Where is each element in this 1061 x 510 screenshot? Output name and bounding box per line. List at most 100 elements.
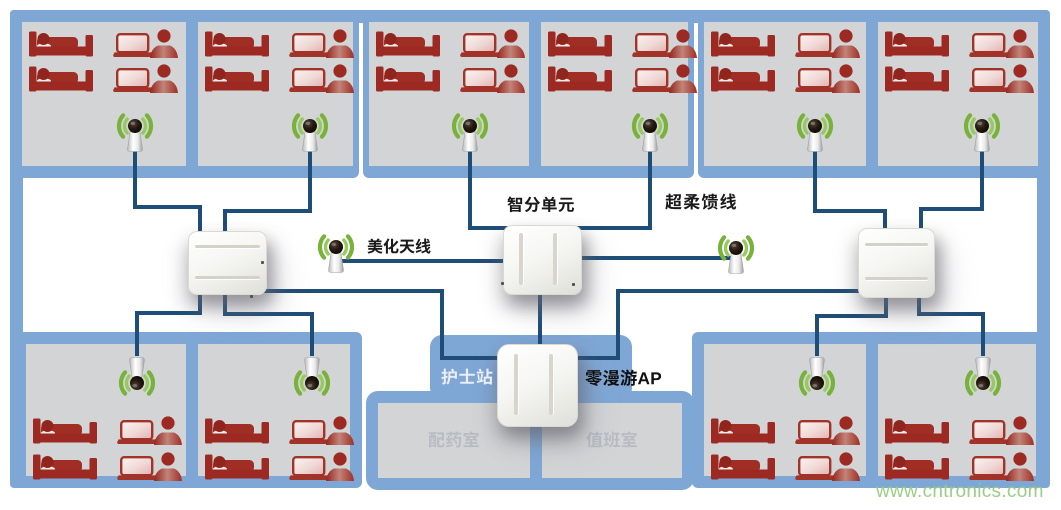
device-port-dot xyxy=(250,295,253,298)
patient-icon xyxy=(1004,452,1036,486)
device-groove xyxy=(513,353,518,416)
cable-room6-unit-right xyxy=(919,150,984,231)
label-zero-roaming-ap: 零漫游AP xyxy=(585,369,662,389)
device-groove xyxy=(519,233,524,286)
cable-unit-left-room7 xyxy=(135,290,202,356)
patient-icon xyxy=(667,29,699,63)
device-groove xyxy=(195,245,260,249)
patient-bed-icon xyxy=(885,30,949,63)
laptop-icon xyxy=(795,33,835,63)
cable-unit-left-ap xyxy=(258,289,500,360)
patient-bed-icon xyxy=(33,453,97,486)
zero-roaming-ap xyxy=(497,344,578,427)
ward-room-10-row-2 xyxy=(878,452,1036,482)
cable-room2-unit-left xyxy=(223,150,312,233)
laptop-icon xyxy=(795,68,835,98)
room-antenna-1-icon xyxy=(111,113,159,164)
ward-room-2 xyxy=(198,22,354,166)
ward-room-8-row-2 xyxy=(198,452,354,482)
patient-bed-icon xyxy=(29,65,93,98)
cable-unit-right-room9 xyxy=(815,293,888,356)
ward-room-9-row-2 xyxy=(704,452,866,482)
label-pharmacy-room: 配药室 xyxy=(428,431,480,451)
room-antenna-10-icon xyxy=(959,345,1007,396)
patient-icon xyxy=(152,416,184,450)
ward-room-2-row-2 xyxy=(198,64,354,94)
cable-room1-unit-left xyxy=(133,150,202,233)
patient-bed-icon xyxy=(376,65,440,98)
ward-room-4-row-1 xyxy=(541,29,697,59)
patient-bed-icon xyxy=(205,30,269,63)
patient-bed-icon xyxy=(29,30,93,63)
device-port-dot xyxy=(501,282,504,285)
laptop-icon xyxy=(289,420,329,450)
ward-room-5-row-2 xyxy=(704,64,866,94)
patient-icon xyxy=(1004,416,1036,450)
device-groove xyxy=(548,353,553,416)
patient-bed-icon xyxy=(711,65,775,98)
ward-room-7-row-2 xyxy=(26,452,186,482)
patient-bed-icon xyxy=(205,65,269,98)
laptop-icon xyxy=(460,33,500,63)
ward-room-6-row-1 xyxy=(878,29,1038,59)
label-beautified-antenna: 美化天线 xyxy=(367,238,431,257)
device-groove xyxy=(195,276,260,280)
patient-icon xyxy=(1004,64,1036,98)
patient-bed-icon xyxy=(33,417,97,450)
ward-room-7 xyxy=(26,344,186,481)
room-antenna-7-icon xyxy=(113,345,161,396)
ward-room-2-row-1 xyxy=(198,29,354,59)
patient-icon xyxy=(324,452,356,486)
cable-rooms34-unit-center xyxy=(468,150,652,230)
patient-icon xyxy=(495,64,527,98)
laptop-icon xyxy=(117,420,157,450)
patient-icon xyxy=(148,29,180,63)
ward-room-4-row-2 xyxy=(541,64,697,94)
patient-icon xyxy=(324,64,356,98)
patient-icon xyxy=(667,64,699,98)
label-smart-unit: 智分单元 xyxy=(507,196,575,215)
laptop-icon xyxy=(460,68,500,98)
patient-bed-icon xyxy=(711,30,775,63)
patient-bed-icon xyxy=(885,453,949,486)
laptop-icon xyxy=(113,68,153,98)
ward-room-10-row-1 xyxy=(878,416,1036,446)
watermark: www.cntronics.com xyxy=(876,481,1044,502)
ward-room-8 xyxy=(198,344,354,481)
cable-unit-right-ap xyxy=(573,289,860,360)
patient-icon xyxy=(830,416,862,450)
patient-bed-icon xyxy=(711,417,775,450)
patient-bed-icon xyxy=(548,65,612,98)
laptop-icon xyxy=(632,33,672,63)
ward-room-6-row-2 xyxy=(878,64,1038,94)
patient-icon xyxy=(148,64,180,98)
ward-room-10 xyxy=(878,344,1036,481)
device-groove xyxy=(865,243,928,247)
patient-icon xyxy=(324,29,356,63)
laptop-icon xyxy=(113,33,153,63)
device-port-dot xyxy=(572,283,575,286)
label-nurse-station: 护士站 xyxy=(441,368,494,388)
corridor-antenna-left-icon xyxy=(312,234,360,285)
cable-room5-unit-right xyxy=(813,150,887,231)
room-antenna-4-icon xyxy=(626,113,674,164)
patient-bed-icon xyxy=(205,417,269,450)
device-groove xyxy=(553,233,558,286)
patient-icon xyxy=(1004,29,1036,63)
ward-room-1 xyxy=(22,22,186,166)
room-antenna-5-icon xyxy=(791,113,839,164)
ward-room-6 xyxy=(878,22,1038,166)
laptop-icon xyxy=(969,420,1009,450)
ward-room-8-row-1 xyxy=(198,416,354,446)
ward-room-1-row-2 xyxy=(22,64,186,94)
ward-room-4 xyxy=(541,22,697,166)
cable-unit-left-room8 xyxy=(223,290,314,356)
ward-room-3-row-1 xyxy=(369,29,529,59)
ward-room-7-row-1 xyxy=(26,416,186,446)
laptop-icon xyxy=(632,68,672,98)
smart-unit-right xyxy=(858,228,935,298)
ward-room-1-row-1 xyxy=(22,29,186,59)
label-duty-room: 值班室 xyxy=(586,431,638,451)
